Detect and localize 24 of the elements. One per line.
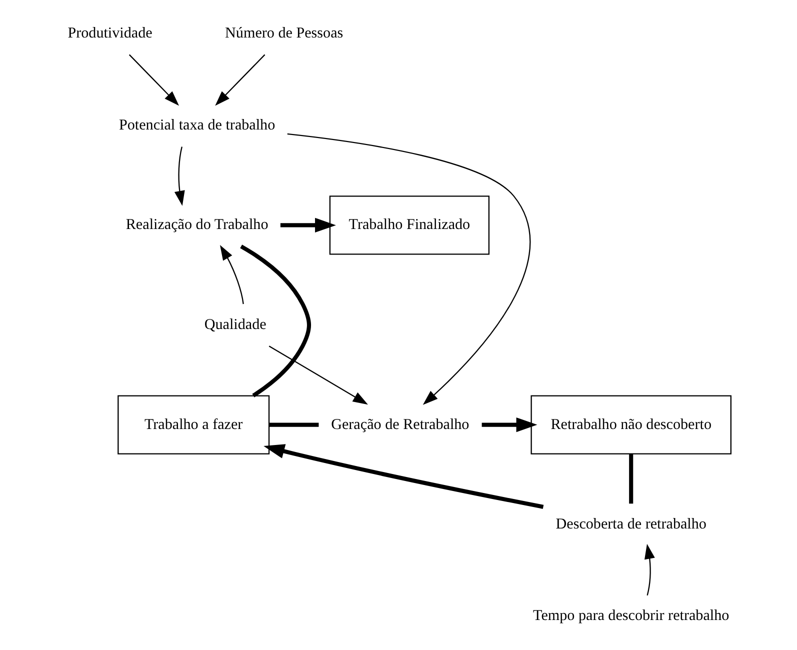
connector [240, 244, 311, 398]
arrow [128, 54, 179, 106]
node-text: Qualidade [204, 316, 266, 333]
arrow [481, 417, 537, 432]
node-text: Geração de Retrabalho [330, 416, 469, 433]
node-box: Retrabalho não descoberto [530, 395, 731, 454]
node-box: Trabalho a fazer [117, 395, 270, 454]
arrow [214, 54, 265, 106]
node-text: Descoberta de retrabalho [555, 516, 706, 533]
arrow [263, 444, 544, 509]
node-text: Número de Pessoas [224, 26, 343, 42]
node-text: Realização do Trabalho [125, 217, 268, 234]
arrow [268, 346, 368, 405]
connector [628, 454, 633, 504]
arrow [286, 133, 530, 405]
node-text: Potencial taxa de trabalho [118, 117, 275, 134]
connector [268, 422, 318, 427]
node-text: Tempo para descobrir retrabalho [532, 608, 729, 624]
arrow [174, 146, 184, 206]
node-box: Trabalho Finalizado [328, 196, 490, 255]
node-text: Produtividade [67, 26, 152, 42]
arrow [219, 245, 244, 304]
arrow [644, 544, 654, 596]
arrow [280, 218, 336, 233]
